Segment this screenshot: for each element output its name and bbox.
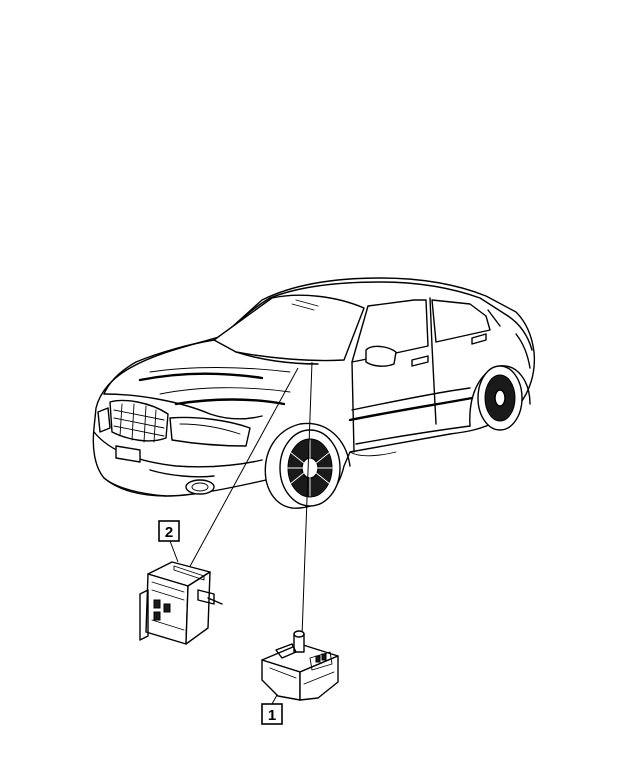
callout-2-label: 2 — [165, 524, 173, 541]
leader-callout-2 — [169, 540, 179, 563]
leader-line-part-1 — [301, 361, 313, 637]
callout-part-1: 1 — [261, 703, 283, 725]
part-2-module-illustration — [139, 561, 223, 645]
leader-line-part-2 — [187, 367, 299, 571]
callout-2-box — [158, 520, 180, 542]
callout-part-2: 2 — [158, 520, 180, 542]
callout-1-label: 1 — [268, 707, 276, 724]
vehicle-sedan-illustration — [92, 277, 536, 509]
part-1-module-illustration — [261, 630, 339, 701]
callout-1-box — [261, 703, 283, 725]
